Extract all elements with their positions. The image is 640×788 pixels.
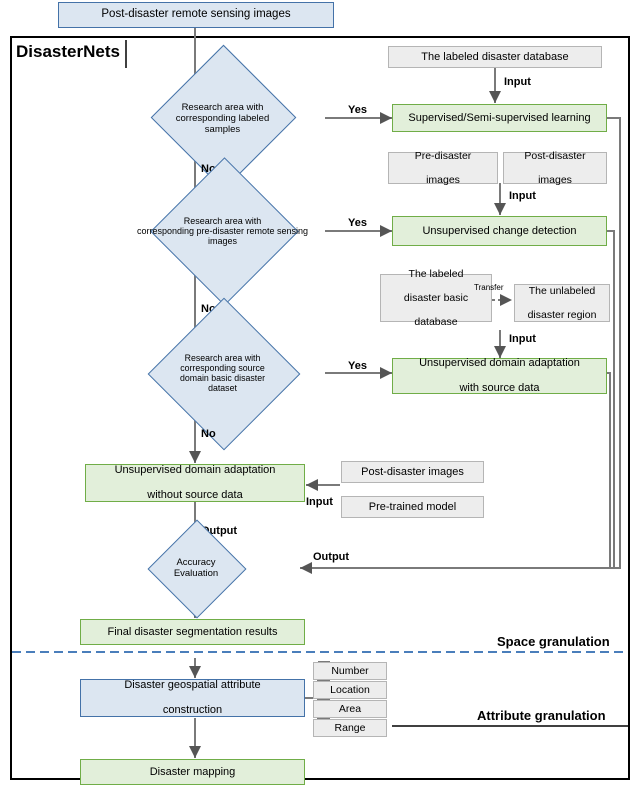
edge-label-transfer: Transfer xyxy=(474,283,504,292)
final-segmentation-results-box: Final disaster segmentation results xyxy=(80,619,305,645)
attribute-range-box: Range xyxy=(313,719,387,737)
geospatial-attribute-construction-box: Disaster geospatial attribute constructi… xyxy=(80,679,305,717)
attribute-location-box: Location xyxy=(313,681,387,699)
attribute-granulation-label: Attribute granulation xyxy=(477,708,606,723)
edge-label-input-3: Input xyxy=(509,333,536,345)
uda-without-source-data-box: Unsupervised domain adaptation without s… xyxy=(85,464,305,502)
edge-label-yes-3: Yes xyxy=(348,360,367,372)
edge-label-input-1: Input xyxy=(504,76,531,88)
edge-label-yes-2: Yes xyxy=(348,217,367,229)
attribute-area-box: Area xyxy=(313,700,387,718)
disaster-mapping-box: Disaster mapping xyxy=(80,759,305,785)
unsupervised-change-detection-box: Unsupervised change detection xyxy=(392,216,607,246)
labeled-disaster-database-box: The labeled disaster database xyxy=(388,46,602,68)
decision-1-label: Research area with corresponding labeled… xyxy=(175,101,270,135)
attribute-number-box: Number xyxy=(313,662,387,680)
supervised-learning-box: Supervised/Semi-supervised learning xyxy=(392,104,607,132)
supervised-learning-label: Supervised/Semi-supervised learning xyxy=(408,111,591,124)
diagram-title-text: DisasterNets xyxy=(16,42,120,61)
decision-source-domain-dataset: Research area with corresponding source … xyxy=(130,297,315,451)
decision-labeled-samples: Research area with corresponding labeled… xyxy=(140,44,305,191)
space-granulation-label: Space granulation xyxy=(497,634,610,649)
decision-pre-disaster-images: Research area with corresponding pre-dis… xyxy=(130,157,315,306)
pre-trained-model-box: Pre-trained model xyxy=(341,496,484,518)
diagram-title: DisasterNets xyxy=(16,42,120,62)
top-banner-post-disaster-images: Post-disaster remote sensing images xyxy=(58,2,334,28)
edge-label-no-3: No xyxy=(201,428,216,440)
disasternets-frame xyxy=(10,36,630,780)
uda-with-source-data-box: Unsupervised domain adaptation with sour… xyxy=(392,357,607,394)
decision-2-label: Research area with corresponding pre-dis… xyxy=(136,216,309,246)
decision-3-label: Research area with corresponding source … xyxy=(179,353,266,393)
pre-disaster-images-box: Pre-disaster images xyxy=(388,150,498,186)
unlabeled-disaster-region-box: The unlabeled disaster region xyxy=(514,284,610,322)
labeled-disaster-basic-database-box: The labeled disaster basic database xyxy=(380,268,492,328)
accuracy-evaluation-label: Accuracy Evaluation xyxy=(173,557,219,579)
post-disaster-images-box: Post-disaster images xyxy=(503,150,607,186)
unsupervised-change-detection-label: Unsupervised change detection xyxy=(422,224,577,237)
post-disaster-images-2-box: Post-disaster images xyxy=(341,461,484,483)
edge-label-yes-1: Yes xyxy=(348,104,367,116)
accuracy-evaluation-decision: Accuracy Evaluation xyxy=(140,519,252,619)
edge-label-input-4: Input xyxy=(306,496,333,508)
edge-label-input-2: Input xyxy=(509,190,536,202)
labeled-disaster-database-label: The labeled disaster database xyxy=(421,50,569,63)
top-banner-label: Post-disaster remote sensing images xyxy=(101,8,291,21)
edge-label-output-2: Output xyxy=(313,551,350,563)
